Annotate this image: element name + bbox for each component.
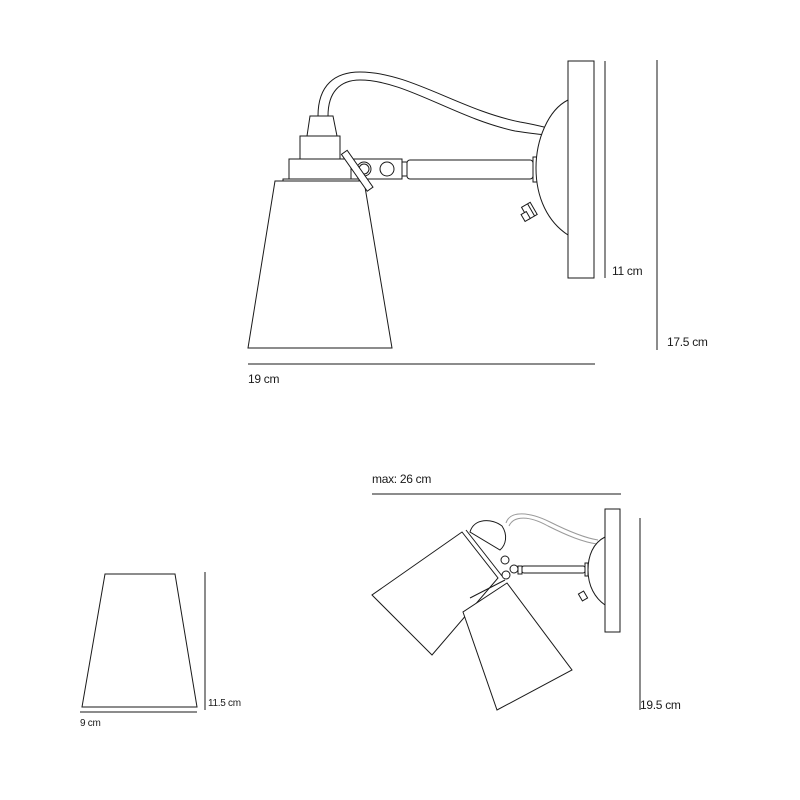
max-reach-label: max: 26 cm (372, 472, 432, 486)
shade (247, 180, 393, 349)
socket-ring (288, 158, 352, 180)
width-label: 19 cm (248, 372, 280, 386)
shade-width-label: 9 cm (80, 718, 101, 729)
adjustable-height-label: 19.5 cm (640, 698, 681, 712)
plate-height-label: 11 cm (612, 264, 643, 278)
wall-dome-adjustable (587, 536, 606, 606)
side-view-lamp (247, 60, 595, 349)
wing-nut (340, 149, 374, 192)
wall-plate-adjustable (604, 508, 621, 633)
switch-adjustable (577, 590, 589, 602)
adjustable-view-lamp (371, 508, 621, 711)
socket-upper (299, 135, 341, 160)
switch (520, 201, 538, 223)
cable-inner (327, 79, 546, 136)
shade-detail (81, 573, 198, 708)
wall-plate (567, 60, 595, 279)
arm-rod (406, 159, 534, 180)
arm-rod-adjustable (521, 565, 586, 574)
pivot-bolt-2 (379, 161, 395, 177)
cable (317, 71, 549, 129)
shade-lowered (462, 582, 573, 711)
cable-light (505, 513, 599, 541)
shade-height-label: 11.5 cm (208, 698, 241, 709)
socket-dome (469, 520, 507, 551)
wall-dome (535, 99, 569, 236)
shade-raised (371, 531, 499, 656)
top-cap (306, 115, 338, 137)
total-height-label: 17.5 cm (667, 335, 708, 349)
